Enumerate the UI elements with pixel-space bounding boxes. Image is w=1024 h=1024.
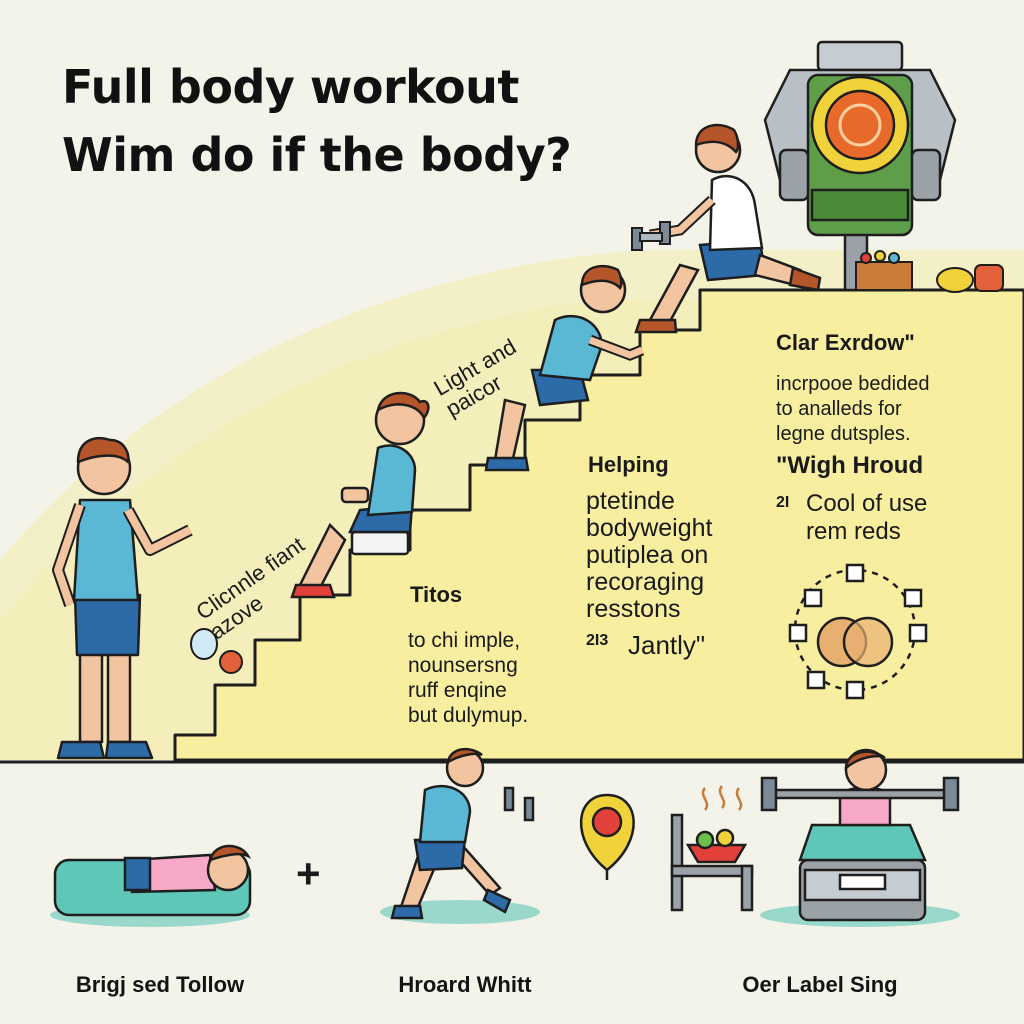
dumbbell-man-figure <box>634 123 822 334</box>
wigh-heading: "Wigh Hroud <box>776 452 924 479</box>
ball-blue <box>190 628 218 660</box>
exercise-machine <box>763 40 957 292</box>
bottom-label-left: Brigj sed Tollow <box>75 972 245 997</box>
steam-icon <box>701 785 743 811</box>
balloon-icon <box>579 793 635 880</box>
walking-man-scene <box>380 747 540 924</box>
titos-body: to chi imple, nounsersng ruff enqine but… <box>408 629 529 727</box>
coach-figure <box>52 436 193 760</box>
bottom-label-right: Oer Label Sing <box>742 972 898 997</box>
climbing-man-figure <box>484 264 645 472</box>
cool-number: 2I <box>776 494 790 511</box>
plus-sign: + <box>296 850 321 897</box>
title-line-2: Wim do if the body? <box>62 128 572 182</box>
jantly-number: 2I3 <box>586 632 609 649</box>
fruit-basket-icon <box>855 250 1004 293</box>
staircase <box>173 288 1024 762</box>
bench-press-scene <box>760 748 960 927</box>
ball-red <box>219 650 243 674</box>
cool-text: Cool of use rem reds <box>806 490 928 545</box>
helping-body: ptetinde bodyweight putiplea on recoragi… <box>586 487 713 623</box>
title-line-1: Full body workout <box>62 60 519 114</box>
sitting-woman-figure <box>290 391 430 599</box>
dumbbell-icon <box>631 221 671 251</box>
fruit-bowl-icon <box>670 813 754 912</box>
cycle-diagram-icon <box>788 563 928 700</box>
helping-heading: Helping <box>588 452 669 477</box>
yoga-mat-scene <box>50 844 252 927</box>
jantly-text: Jantly" <box>628 630 706 660</box>
clar-heading: Clar Exrdow" <box>776 330 915 355</box>
titos-heading: Titos <box>410 582 463 607</box>
bottom-label-middle: Hroard Whitt <box>398 972 532 997</box>
clar-body: incrpooe bedided to analleds for legne d… <box>776 373 930 445</box>
